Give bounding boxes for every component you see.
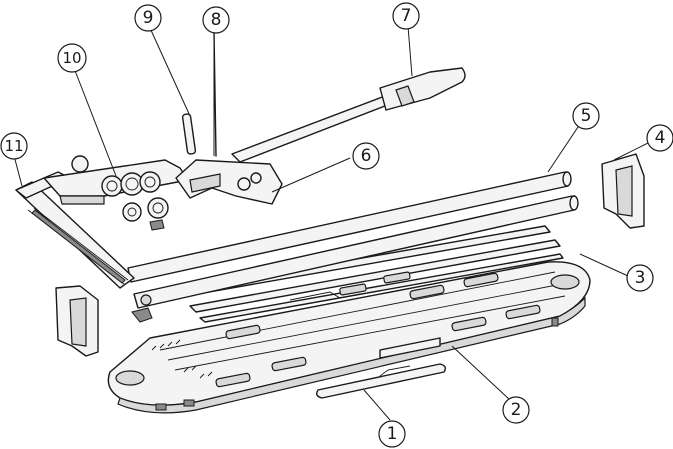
callout-8: 8 bbox=[202, 6, 230, 34]
base-plate bbox=[107, 261, 591, 414]
callout-2-label: 2 bbox=[511, 400, 522, 420]
guide-tubes bbox=[127, 171, 579, 323]
callout-1: 1 bbox=[378, 420, 406, 448]
end-stop-right bbox=[601, 153, 645, 229]
callout-7: 7 bbox=[392, 2, 420, 30]
callout-5-label: 5 bbox=[581, 106, 592, 126]
callout-3-label: 3 bbox=[635, 268, 646, 288]
callout-9-label: 9 bbox=[143, 8, 154, 28]
small-bar bbox=[315, 363, 447, 399]
callout-1-label: 1 bbox=[387, 424, 398, 444]
callout-2: 2 bbox=[502, 396, 530, 424]
callout-9: 9 bbox=[134, 4, 162, 32]
callout-5: 5 bbox=[572, 102, 600, 130]
callout-8-label: 8 bbox=[211, 10, 222, 30]
bracket bbox=[175, 159, 283, 205]
callout-11: 11 bbox=[0, 132, 28, 160]
callout-4: 4 bbox=[646, 124, 673, 152]
callout-10-label: 10 bbox=[62, 49, 81, 67]
callout-6: 6 bbox=[352, 142, 380, 170]
rail-strips bbox=[179, 225, 564, 323]
callout-7-label: 7 bbox=[401, 6, 412, 26]
callout-3: 3 bbox=[626, 264, 654, 292]
handle-lever bbox=[231, 67, 466, 163]
cutting-head bbox=[43, 155, 189, 231]
end-stop-left bbox=[55, 285, 99, 357]
pin bbox=[181, 113, 197, 155]
callout-10: 10 bbox=[57, 43, 87, 73]
callout-6-label: 6 bbox=[361, 146, 372, 166]
callout-11-label: 11 bbox=[4, 137, 23, 155]
callout-4-label: 4 bbox=[655, 128, 666, 148]
